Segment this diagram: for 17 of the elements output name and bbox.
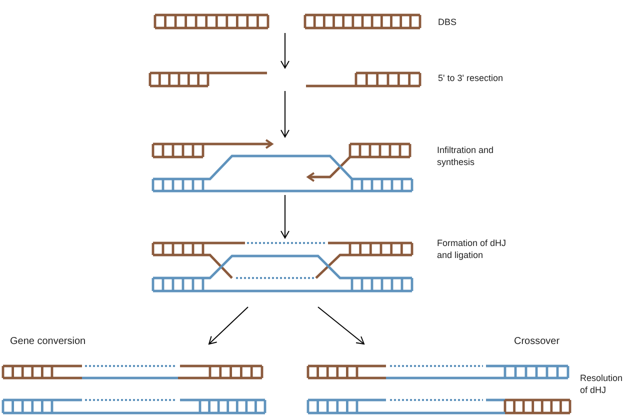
arrow — [280, 194, 290, 238]
stage-label: Crossover — [514, 335, 561, 348]
dna-drawing — [305, 362, 573, 416]
arrow — [280, 32, 290, 68]
arrow — [280, 90, 290, 138]
stage-label: DBS — [438, 16, 458, 28]
dna-drawing — [150, 138, 416, 194]
stage-label: Formation of dHJ and ligation — [437, 237, 508, 262]
dna-drawing — [150, 239, 416, 295]
dna-drawing — [146, 69, 424, 90]
stage-label: Gene conversion — [10, 335, 87, 348]
dna-drawing — [0, 362, 268, 416]
arrow — [318, 306, 364, 344]
stage-label: Infiltration and synthesis — [437, 144, 495, 168]
stage-label: 5' to 3' resection — [438, 72, 504, 84]
stage-label: Resolution of dHJ — [580, 372, 624, 396]
arrow — [208, 306, 248, 344]
